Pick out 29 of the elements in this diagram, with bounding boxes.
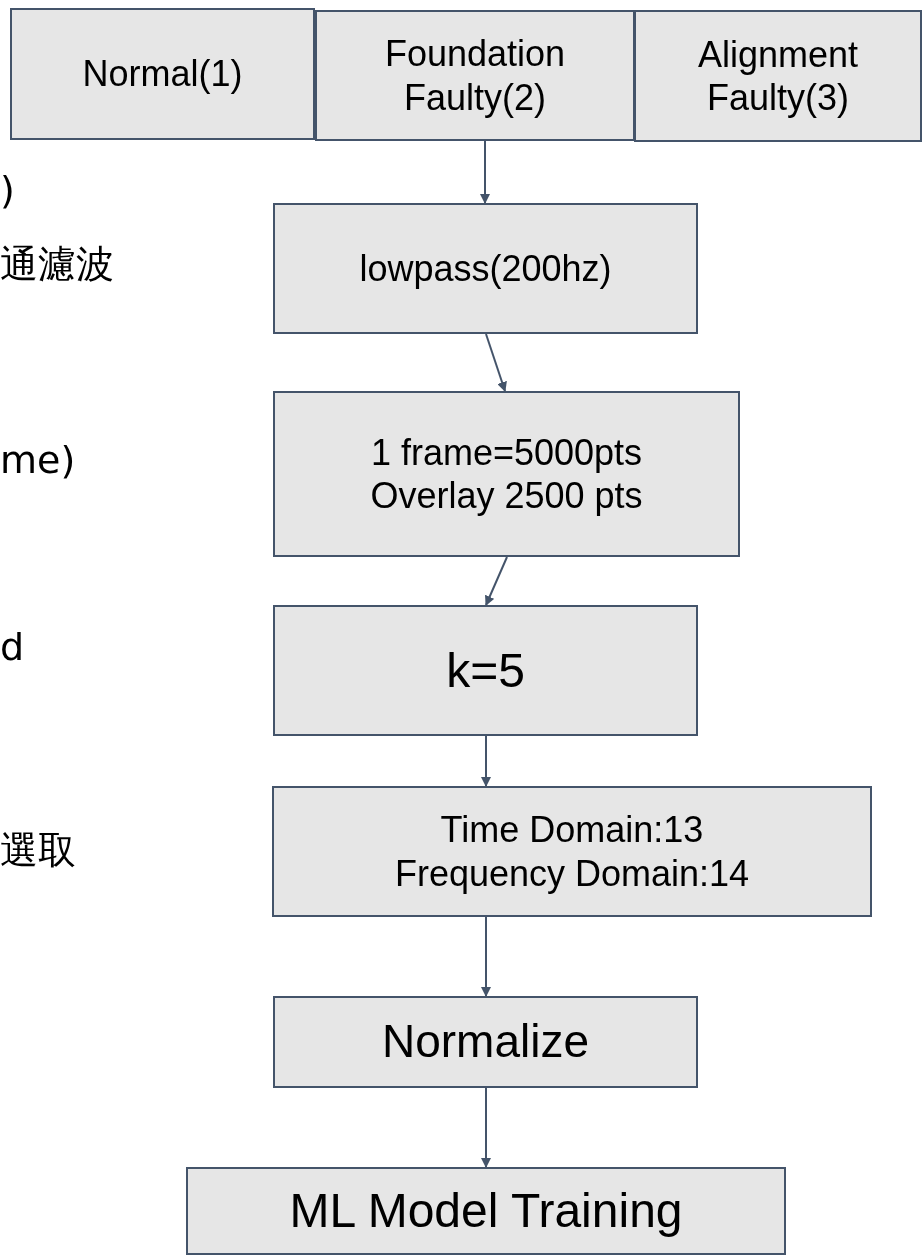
process-box	[273, 996, 698, 1088]
box-text: lowpass(200hz)	[359, 246, 612, 291]
arrow	[485, 556, 508, 606]
arrow	[481, 735, 491, 787]
process-box	[273, 391, 740, 557]
process-box	[273, 203, 698, 334]
arrow	[481, 916, 491, 997]
box-text: 1 frame=5000pts Overlay 2500 pts	[369, 430, 644, 518]
side-text: d	[0, 625, 25, 671]
process-box	[186, 1167, 786, 1255]
box-text: Normal(1)	[82, 52, 243, 96]
arrow	[480, 140, 490, 204]
process-box	[10, 8, 315, 140]
box-text: Foundation Faulty(2)	[383, 32, 567, 119]
box-text: Alignment Faulty(3)	[696, 32, 860, 120]
process-box	[315, 10, 635, 141]
box-text: ML Model Training	[289, 1183, 683, 1240]
side-text: 選取	[0, 828, 76, 874]
arrow	[485, 333, 507, 392]
box-text: k=5	[446, 642, 525, 699]
box-text: Normalize	[381, 1014, 589, 1070]
side-text: )	[0, 168, 15, 214]
side-text: 通濾波	[0, 242, 114, 288]
arrow	[481, 1087, 491, 1168]
process-box	[272, 786, 872, 917]
side-text: me)	[0, 438, 76, 484]
process-box	[273, 605, 698, 736]
process-box	[634, 10, 922, 142]
box-text: Time Domain:13 Frequency Domain:14	[393, 808, 751, 895]
